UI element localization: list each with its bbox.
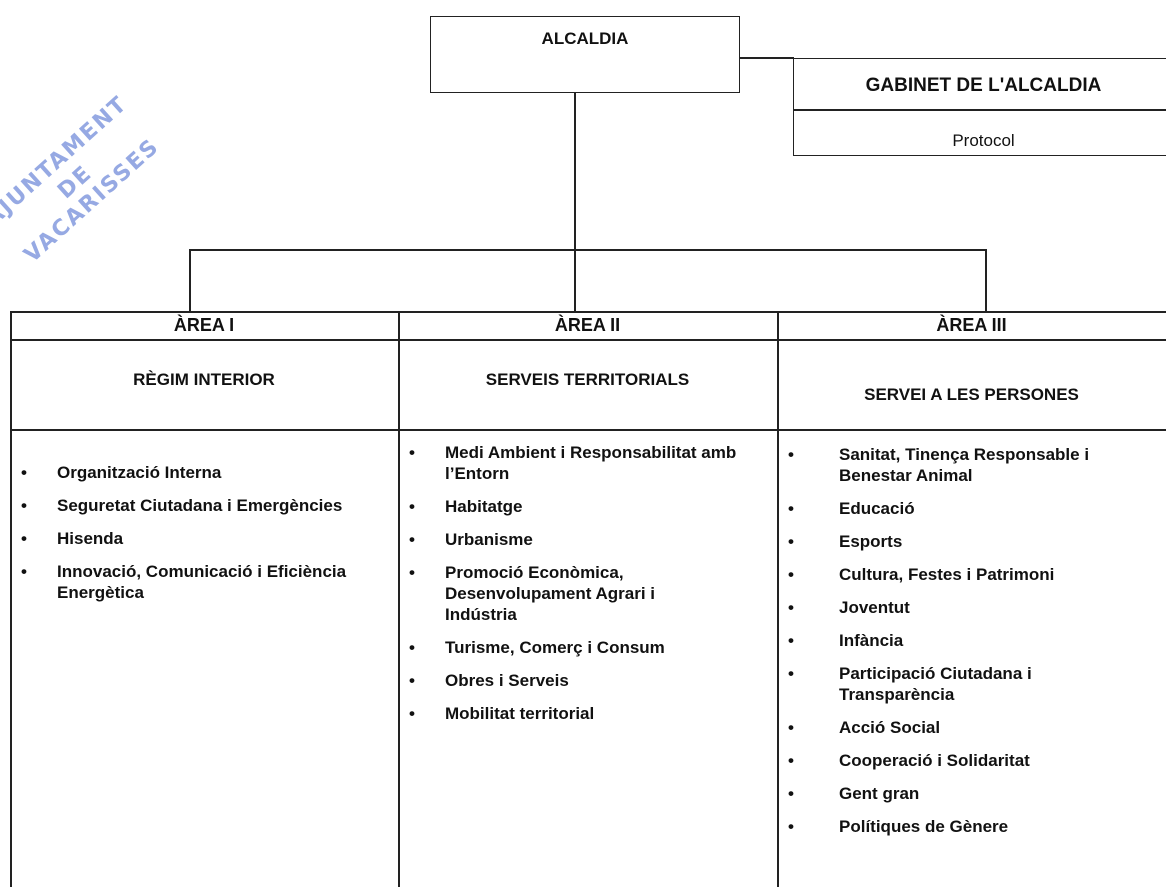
- list-item-text: Seguretat Ciutadana i Emergències: [57, 496, 343, 515]
- bullet-icon: •: [788, 565, 794, 584]
- list-item-text: Acció Social: [839, 718, 941, 737]
- bracket-left-drop: [189, 249, 191, 311]
- list-item: • Participació Ciutadana i Transparència: [777, 663, 1166, 705]
- bullet-icon: •: [788, 445, 794, 464]
- list-item-text: Gent gran: [839, 784, 920, 803]
- list-item-text: Participació Ciutadana i Transparència: [839, 664, 1032, 704]
- list-item: • Promoció Econòmica, Desenvolupament Agr…: [398, 562, 777, 625]
- bullet-icon: •: [788, 532, 794, 551]
- bullet-icon: •: [409, 671, 415, 690]
- list-item: • Sanitat, Tinença Responsable i Benestar…: [777, 444, 1166, 486]
- list-item: • Habitatge: [398, 496, 777, 517]
- bullet-icon: •: [21, 463, 27, 482]
- connector-alcaldia-gabinet: [740, 57, 794, 59]
- list-item-text: Cultura, Festes i Patrimoni: [839, 565, 1055, 584]
- list-item-text: Polítiques de Gènere: [839, 817, 1009, 836]
- alcaldia-title: ALCALDIA: [541, 29, 629, 48]
- bullet-icon: •: [409, 704, 415, 723]
- table-col-divider-1: [398, 311, 400, 887]
- bullet-icon: •: [788, 664, 794, 683]
- list-item: • Turisme, Comerç i Consum: [398, 637, 777, 658]
- list-item-text: Esports: [839, 532, 903, 551]
- list-item-text: Infància: [839, 631, 904, 650]
- list-item: • Acció Social: [777, 717, 1166, 738]
- list-item: • Organització Interna: [10, 462, 398, 483]
- bullet-icon: •: [409, 497, 415, 516]
- list-item: • Infància: [777, 630, 1166, 651]
- list-item-text: Promoció Econòmica, Desenvolupament Agra…: [445, 563, 656, 624]
- list-item: • Cultura, Festes i Patrimoni: [777, 564, 1166, 585]
- area-1-list: • Organització Interna • Seguretat Ciutada…: [10, 462, 398, 615]
- list-item-text: Habitatge: [445, 497, 523, 516]
- list-item: • Medi Ambient i Responsabilitat amb l’En…: [398, 442, 777, 484]
- gabinet-title: GABINET DE L'ALCALDIA: [865, 75, 1102, 96]
- list-item-text: Educació: [839, 499, 915, 518]
- list-item: • Cooperació i Solidaritat: [777, 750, 1166, 771]
- bullet-icon: •: [788, 499, 794, 518]
- list-item-text: Organització Interna: [57, 463, 222, 482]
- list-item: • Innovació, Comunicació i Eficiència Ene…: [10, 561, 398, 603]
- list-item-text: Hisenda: [57, 529, 124, 548]
- list-item: • Seguretat Ciutadana i Emergències: [10, 495, 398, 516]
- list-item-text: Innovació, Comunicació i Eficiència Ener…: [57, 562, 347, 602]
- bracket-top-line: [189, 249, 986, 251]
- list-item-text: Joventut: [839, 598, 910, 617]
- list-item: • Mobilitat territorial: [398, 703, 777, 724]
- trunk-line: [574, 93, 576, 311]
- list-item: • Obres i Serveis: [398, 670, 777, 691]
- bullet-icon: •: [788, 784, 794, 803]
- table-header-divider: [10, 339, 1166, 341]
- list-item: • Educació: [777, 498, 1166, 519]
- list-item-text: Urbanisme: [445, 530, 533, 549]
- area-1-subtitle: RÈGIM INTERIOR: [133, 370, 275, 389]
- list-item-text: Cooperació i Solidaritat: [839, 751, 1030, 770]
- bullet-icon: •: [21, 562, 27, 581]
- area-3-subtitle: SERVEI A LES PERSONES: [864, 385, 1079, 404]
- list-item: • Esports: [777, 531, 1166, 552]
- bullet-icon: •: [788, 718, 794, 737]
- alcaldia-box: ALCALDIA: [430, 16, 740, 93]
- area-2-subtitle: SERVEIS TERRITORIALS: [485, 370, 690, 389]
- list-item-text: Medi Ambient i Responsabilitat amb l’Ent…: [445, 443, 737, 483]
- list-item: • Joventut: [777, 597, 1166, 618]
- area-1-heading: ÀREA I: [173, 315, 235, 335]
- table-left-border: [10, 311, 12, 887]
- list-item-text: Obres i Serveis: [445, 671, 569, 690]
- area-2-list: • Medi Ambient i Responsabilitat amb l’En…: [398, 442, 777, 736]
- bullet-icon: •: [788, 598, 794, 617]
- bullet-icon: •: [21, 529, 27, 548]
- area-2-heading: ÀREA II: [554, 315, 621, 335]
- list-item-text: Sanitat, Tinença Responsable i Benestar …: [839, 445, 1090, 485]
- bullet-icon: •: [409, 638, 415, 657]
- list-item-text: Turisme, Comerç i Consum: [445, 638, 665, 657]
- bullet-icon: •: [788, 817, 794, 836]
- table-top-border: [10, 311, 1166, 313]
- list-item: • Gent gran: [777, 783, 1166, 804]
- bracket-right-drop: [985, 249, 987, 311]
- list-item: • Hisenda: [10, 528, 398, 549]
- bullet-icon: •: [21, 496, 27, 515]
- bullet-icon: •: [409, 443, 415, 462]
- table-col-divider-2: [777, 311, 779, 887]
- gabinet-divider: [794, 109, 1166, 111]
- list-item: • Polítiques de Gènere: [777, 816, 1166, 837]
- gabinet-box: GABINET DE L'ALCALDIA Protocol: [793, 58, 1166, 156]
- bullet-icon: •: [788, 751, 794, 770]
- bullet-icon: •: [788, 631, 794, 650]
- area-3-list: • Sanitat, Tinença Responsable i Benestar…: [777, 444, 1166, 849]
- list-item-text: Mobilitat territorial: [445, 704, 595, 723]
- municipal-stamp: AJUNTAMENT DE VACARISSES: [0, 41, 216, 323]
- bullet-icon: •: [409, 563, 415, 582]
- list-item: • Urbanisme: [398, 529, 777, 550]
- table-subtitle-divider: [10, 429, 1166, 431]
- gabinet-protocol: Protocol: [952, 131, 1015, 150]
- area-3-heading: ÀREA III: [936, 315, 1007, 335]
- bullet-icon: •: [409, 530, 415, 549]
